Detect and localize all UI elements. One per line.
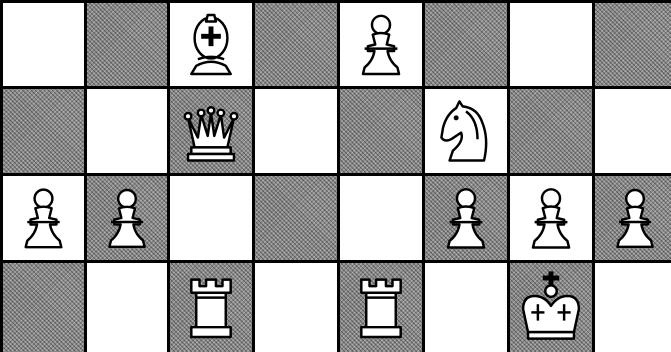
- square-e4[interactable]: [340, 3, 422, 86]
- square-c4[interactable]: [170, 3, 252, 86]
- square-f3[interactable]: [425, 89, 507, 173]
- square-g4[interactable]: [510, 3, 592, 86]
- square-f1[interactable]: [425, 263, 507, 352]
- square-g1[interactable]: [510, 263, 592, 352]
- square-a2[interactable]: [3, 176, 84, 260]
- square-b3[interactable]: [87, 89, 167, 173]
- white-queen-icon[interactable]: [170, 89, 252, 173]
- white-pawn-icon[interactable]: [425, 176, 507, 260]
- square-h4[interactable]: [595, 3, 671, 86]
- white-king-icon[interactable]: [510, 263, 592, 352]
- square-f2[interactable]: [425, 176, 507, 260]
- square-e1[interactable]: [340, 263, 422, 352]
- square-a3[interactable]: [3, 89, 84, 173]
- square-c2[interactable]: [170, 176, 252, 260]
- square-h1[interactable]: [595, 263, 671, 352]
- square-e3[interactable]: [340, 89, 422, 173]
- white-pawn-icon[interactable]: [87, 176, 167, 260]
- square-g3[interactable]: [510, 89, 592, 173]
- square-b4[interactable]: [87, 3, 167, 86]
- white-rook-icon[interactable]: [170, 263, 252, 352]
- square-e2[interactable]: [340, 176, 422, 260]
- white-pawn-icon[interactable]: [340, 3, 422, 86]
- square-g2[interactable]: [510, 176, 592, 260]
- square-h2[interactable]: [595, 176, 671, 260]
- square-h3[interactable]: [595, 89, 671, 173]
- square-c3[interactable]: [170, 89, 252, 173]
- white-bishop-icon[interactable]: [170, 3, 252, 86]
- white-knight-icon[interactable]: [425, 89, 507, 173]
- square-d2[interactable]: [255, 176, 337, 260]
- square-d4[interactable]: [255, 3, 337, 86]
- square-b2[interactable]: [87, 176, 167, 260]
- square-d1[interactable]: [255, 263, 337, 352]
- white-pawn-icon[interactable]: [595, 176, 671, 260]
- square-f4[interactable]: [425, 3, 507, 86]
- square-b1[interactable]: [87, 263, 167, 352]
- white-rook-icon[interactable]: [340, 263, 422, 352]
- square-a4[interactable]: [3, 3, 84, 86]
- square-d3[interactable]: [255, 89, 337, 173]
- square-c1[interactable]: [170, 263, 252, 352]
- chess-board: [0, 0, 671, 344]
- white-pawn-icon[interactable]: [3, 176, 84, 260]
- white-pawn-icon[interactable]: [510, 176, 592, 260]
- square-a1[interactable]: [3, 263, 84, 352]
